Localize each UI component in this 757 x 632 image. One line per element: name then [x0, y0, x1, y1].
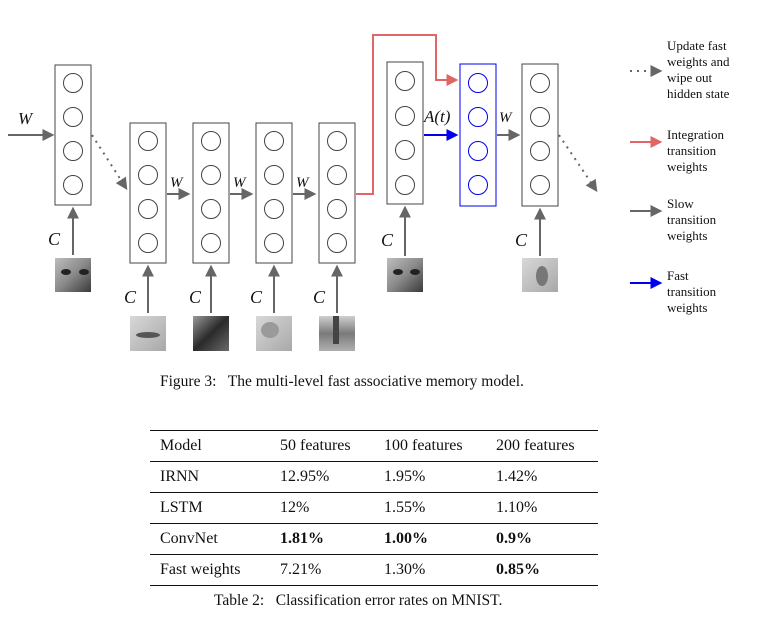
model-diagram: W C C W C W C W C: [8, 34, 663, 351]
c-label-5: C: [313, 287, 326, 307]
legend-fast-text: Fast transition weights: [667, 268, 717, 315]
hidden-layer-8: [521, 63, 559, 207]
table-cell: 1.10%: [496, 499, 538, 516]
unit: [327, 131, 347, 151]
unit: [138, 165, 158, 185]
unit: [468, 73, 488, 93]
unit: [395, 71, 415, 91]
legend-fast-update-text: Update fast weights and wipe out hidden …: [667, 38, 730, 101]
table-cell: 12.95%: [280, 468, 330, 485]
table-cell: Fast weights: [160, 561, 241, 578]
unit: [264, 233, 284, 253]
table-cell: 1.30%: [384, 561, 426, 578]
c-label-8: C: [515, 230, 528, 250]
unit: [395, 175, 415, 195]
column-header: 200 features: [496, 437, 575, 454]
unit: [138, 233, 158, 253]
hidden-layer-4: [255, 122, 293, 264]
unit: [201, 165, 221, 185]
table-cell: 1.55%: [384, 499, 426, 516]
a-t-label: A(t): [423, 107, 451, 126]
hidden-layer-fast: [459, 63, 497, 207]
integration-arrow: [356, 34, 459, 195]
unit: [468, 107, 488, 127]
hidden-layer-2: [129, 122, 167, 264]
w-label-4: W: [296, 175, 310, 191]
table-cell: 1.95%: [384, 468, 426, 485]
unit: [395, 106, 415, 126]
c-label-3: C: [189, 287, 202, 307]
unit: [327, 165, 347, 185]
table-row: ConvNet 1.81% 1.00% 0.9%: [150, 524, 598, 555]
unit: [530, 175, 550, 195]
unit: [63, 141, 83, 161]
fast-update-dotted-2: [558, 134, 598, 192]
unit: [264, 131, 284, 151]
unit: [327, 199, 347, 219]
table-cell: 1.00%: [384, 530, 428, 547]
unit: [530, 107, 550, 127]
column-header: 100 features: [384, 437, 463, 454]
hidden-layer-3: [192, 122, 230, 264]
face-patch-eyes: [55, 258, 91, 292]
unit: [530, 141, 550, 161]
unit: [201, 233, 221, 253]
table-cell: 0.85%: [496, 561, 540, 578]
table-cell: LSTM: [160, 499, 203, 516]
c-label-6: C: [381, 230, 394, 250]
legend-slow-text: Slow transition weights: [667, 196, 717, 243]
table-cell: IRNN: [160, 468, 200, 485]
unit: [201, 131, 221, 151]
unit: [63, 175, 83, 195]
table-cell: 7.21%: [280, 561, 322, 578]
w-label-input: W: [18, 109, 34, 128]
face-patch-eyes-2: [387, 258, 423, 292]
results-table: Model 50 features 100 features 200 featu…: [150, 430, 598, 586]
unit: [264, 199, 284, 219]
hidden-layer-5: [318, 122, 356, 264]
c-label-4: C: [250, 287, 263, 307]
fast-update-dotted-1: [91, 134, 128, 191]
table-cell: 1.81%: [280, 530, 324, 547]
table-caption: Table 2: Classification error rates on M…: [214, 592, 503, 609]
unit: [201, 199, 221, 219]
table-cell: 0.9%: [496, 530, 532, 547]
table-cell: ConvNet: [160, 530, 218, 547]
column-header: Model: [160, 437, 202, 454]
table-cell: 12%: [280, 499, 310, 516]
unit: [327, 233, 347, 253]
w-label-5: W: [499, 110, 513, 126]
table-cell: 1.42%: [496, 468, 538, 485]
hidden-layer-1: [54, 64, 92, 206]
unit: [138, 199, 158, 219]
w-label-3: W: [233, 175, 247, 191]
figure-caption: Figure 3: The multi-level fast associati…: [160, 373, 524, 390]
c-label-1: C: [48, 229, 61, 249]
unit: [530, 73, 550, 93]
column-header: 50 features: [280, 437, 351, 454]
legend-integration-text: Integration transition weights: [667, 127, 725, 174]
unit: [468, 175, 488, 195]
unit: [63, 73, 83, 93]
table-header-row: Model 50 features 100 features 200 featu…: [150, 430, 598, 462]
face-patch-3: [193, 316, 229, 351]
unit: [138, 131, 158, 151]
unit: [395, 140, 415, 160]
table-row: IRNN 12.95% 1.95% 1.42%: [150, 462, 598, 493]
hidden-layer-6: [386, 61, 424, 205]
table-row: LSTM 12% 1.55% 1.10%: [150, 493, 598, 524]
c-label-2: C: [124, 287, 137, 307]
w-label-2: W: [170, 175, 184, 191]
unit: [264, 165, 284, 185]
unit: [468, 141, 488, 161]
table-row: Fast weights 7.21% 1.30% 0.85%: [150, 555, 598, 586]
unit: [63, 107, 83, 127]
